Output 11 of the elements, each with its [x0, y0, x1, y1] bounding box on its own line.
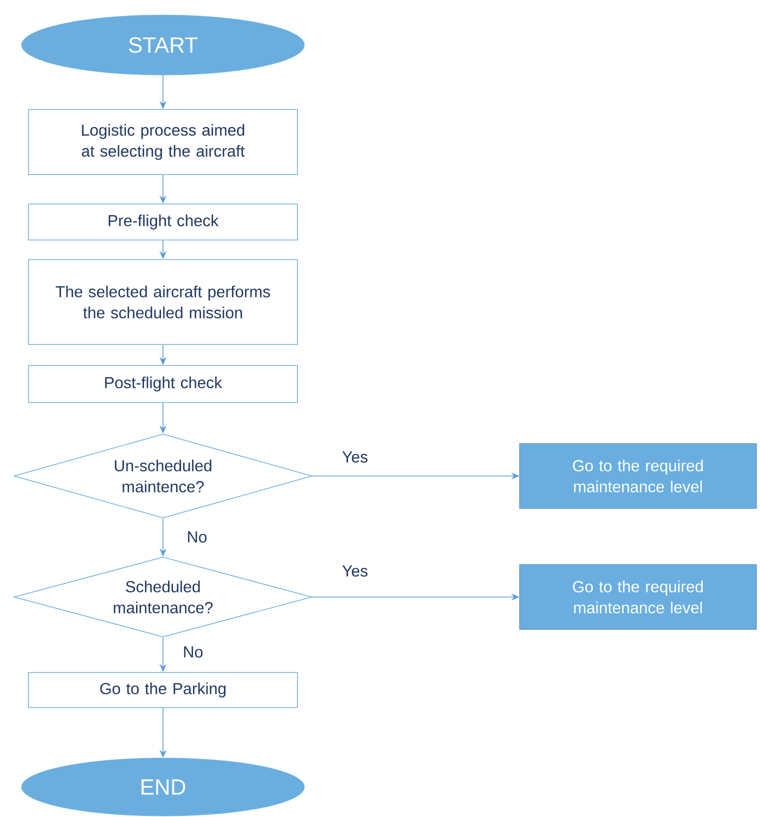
edge-label: No: [186, 530, 208, 544]
process-box: Pre-flight check: [28, 204, 298, 240]
edge-label: No: [182, 645, 204, 659]
edge-label: Yes: [340, 564, 370, 578]
action-box: Go to the required maintenance level: [519, 564, 757, 630]
process-box: Logistic process aimed at selecting the aircraft: [28, 109, 298, 175]
action-box: Go to the required maintenance level: [519, 443, 757, 509]
edge-label: Yes: [340, 450, 370, 464]
process-box: Post-flight check: [28, 365, 298, 403]
process-box: Go to the Parking: [28, 672, 298, 708]
process-box: The selected aircraft performs the scheduled mission: [28, 259, 298, 345]
